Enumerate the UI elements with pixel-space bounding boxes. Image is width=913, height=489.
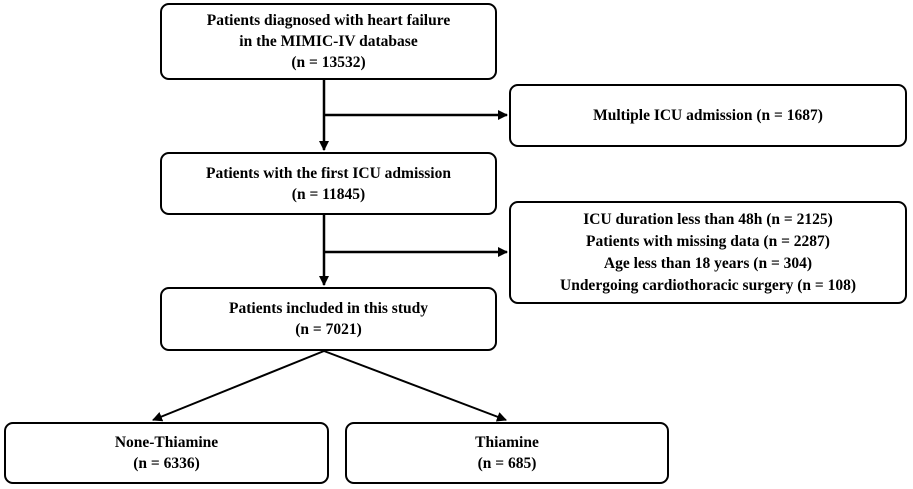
box-none-thiamine-group: None-Thiamine (n = 6336) (4, 422, 329, 484)
box-included-patients: Patients included in this study (n = 702… (160, 287, 497, 351)
box-thiamine-group: Thiamine (n = 685) (345, 422, 669, 484)
box-text-line: ICU duration less than 48h (n = 2125) (583, 210, 833, 228)
box-exclusion-criteria: ICU duration less than 48h (n = 2125) Pa… (509, 201, 907, 304)
box-text-line: (n = 13532) (291, 54, 366, 71)
box-text-line: (n = 6336) (133, 455, 200, 472)
arrow-included-to-none-thiamine (152, 350, 325, 422)
box-text-line: Age less than 18 years (n = 304) (603, 254, 813, 272)
box-text-line: Patients diagnosed with heart failure (206, 12, 451, 29)
box-text-line: None-Thiamine (114, 434, 219, 451)
box-first-icu-admission: Patients with the first ICU admission (n… (160, 152, 497, 215)
box-text-line: in the MIMIC-IV database (239, 33, 418, 50)
box-text-line: Multiple ICU admission (n = 1687) (593, 107, 823, 124)
box-text-line: Undergoing cardiothoracic surgery (n = 1… (560, 276, 856, 294)
arrow-included-to-thiamine (323, 350, 507, 422)
box-text-line: (n = 11845) (291, 185, 366, 203)
box-text-line: (n = 685) (477, 455, 537, 472)
box-text-line: Thiamine (475, 434, 539, 451)
box-text-line: Patients with missing data (n = 2287) (586, 232, 830, 250)
box-text-line: (n = 7021) (295, 321, 362, 338)
box-heart-failure-patients: Patients diagnosed with heart failure in… (160, 3, 497, 80)
box-text-line: Patients with the first ICU admission (206, 164, 451, 182)
box-multiple-icu-exclusion: Multiple ICU admission (n = 1687) (509, 84, 907, 147)
box-text-line: Patients included in this study (229, 300, 428, 317)
